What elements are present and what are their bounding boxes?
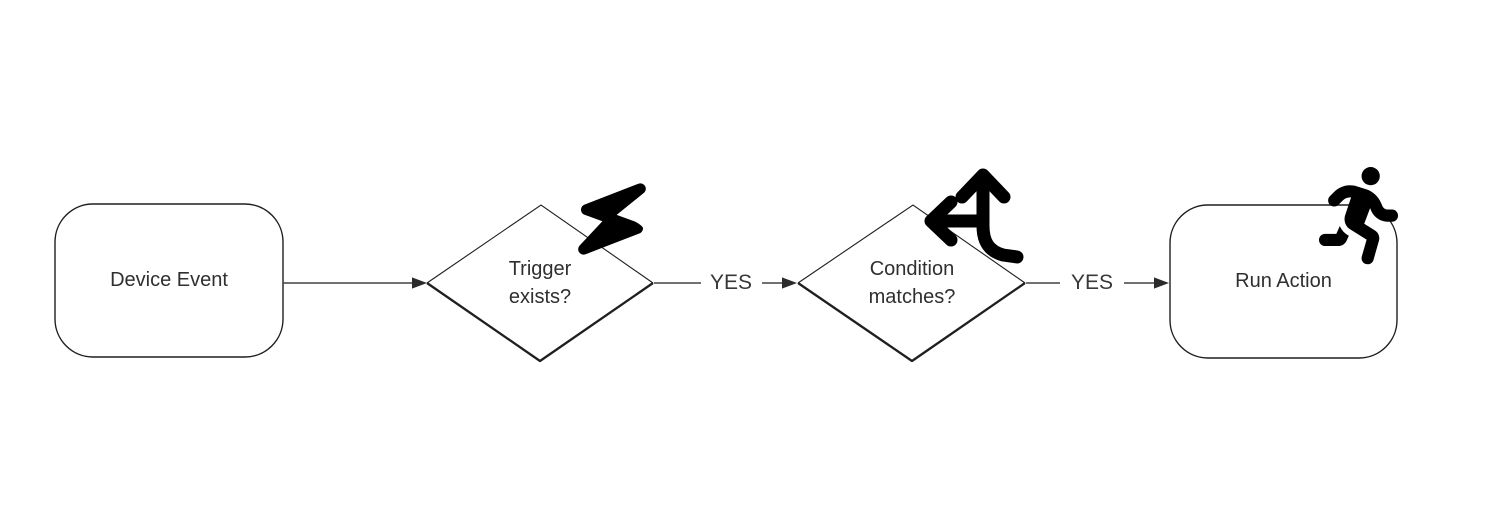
arrowhead-icon [412, 277, 427, 289]
condition-matches-node [797, 204, 1026, 363]
edge-device-event-to-trigger [283, 277, 427, 289]
edge-condition-to-run-action [1026, 277, 1169, 289]
device-event-node [54, 203, 284, 358]
split-arrows-icon [924, 168, 1024, 264]
arrowhead-icon [1154, 277, 1169, 289]
edge-trigger-to-condition [654, 277, 797, 289]
bolt-icon [578, 183, 646, 255]
arrowhead-icon [782, 277, 797, 289]
person-running-icon [1319, 167, 1399, 265]
